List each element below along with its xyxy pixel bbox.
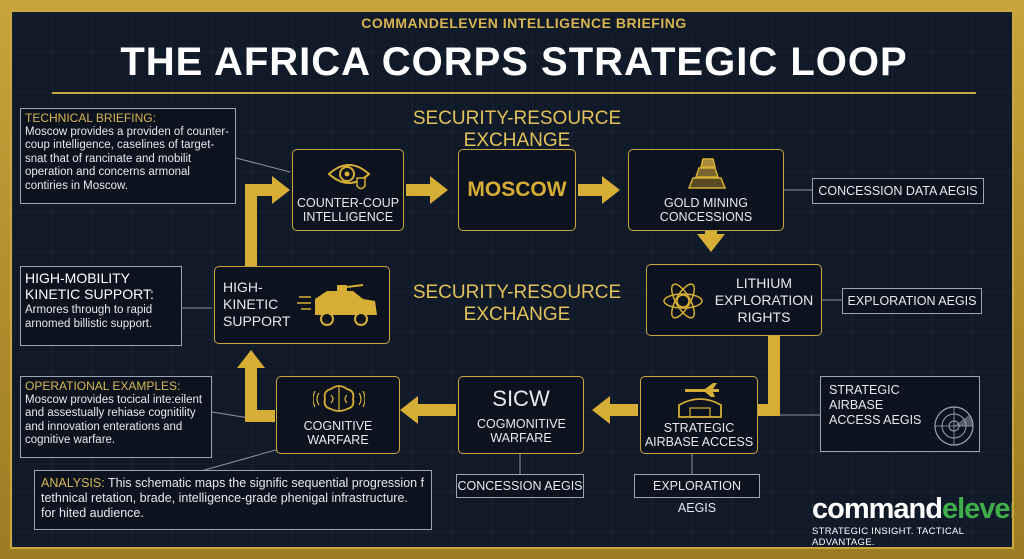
- node-sicw-title: SICW: [492, 386, 550, 411]
- brand-name-part1: command: [812, 493, 943, 525]
- center-label: SECURITY-RESOURCE EXCHANGE: [412, 282, 622, 325]
- arrow-body-6: [418, 404, 456, 416]
- node-counter-coup-label: COUNTER-COUP INTELLIGENCE: [296, 196, 400, 224]
- node-kinetic-label: HIGH-KINETIC SUPPORT: [223, 279, 291, 329]
- arrow-head-5: [592, 396, 610, 424]
- node-airbase: STRATEGIC AIRBASE ACCESS: [640, 376, 758, 454]
- briefing-label: COMMANDELEVEN INTELLIGENCE BRIEFING: [344, 13, 704, 33]
- node-moscow-label: MOSCOW: [467, 178, 567, 201]
- arrow-body-5: [610, 404, 638, 416]
- arrow-body-2: [578, 184, 602, 196]
- arrow-head-1: [430, 176, 448, 204]
- aegis-concession-data: CONCESSION DATA AEGIS: [812, 178, 984, 204]
- aegis-airbase: STRATEGIC AIRBASE ACCESS AEGIS: [820, 376, 980, 452]
- node-lithium: LITHIUM EXPLORATION RIGHTS: [646, 264, 822, 336]
- page-title: THE AFRICA CORPS STRATEGIC LOOP: [120, 40, 908, 84]
- node-sicw-label: COGMONITIVE WARFARE: [477, 417, 566, 445]
- note-operational-body: Moscow provides tocical inte:eilent and …: [25, 393, 203, 447]
- node-airbase-label: STRATEGIC AIRBASE ACCESS: [644, 421, 754, 449]
- arrow-body-7b: [245, 410, 275, 422]
- armored-vehicle-icon: [297, 284, 377, 326]
- note-high-mobility: HIGH-MOBILITY KINETIC SUPPORT: Armores t…: [20, 266, 182, 346]
- note-analysis-body: This schematic maps the signific sequent…: [41, 476, 425, 520]
- gold-bars-icon: [687, 158, 727, 189]
- arrow-body-4a: [768, 335, 780, 415]
- arrow-head-3: [697, 234, 725, 252]
- note-analysis-head: ANALYSIS:: [41, 476, 105, 490]
- arrow-head-7: [237, 350, 265, 368]
- arrow-head-6: [400, 396, 418, 424]
- aegis-exploration-bottom: EXPLORATION AEGIS: [634, 474, 760, 515]
- note-technical-head: TECHNICAL BRIEFING:: [25, 111, 156, 125]
- node-moscow: MOSCOW: [458, 149, 576, 231]
- node-cognitive-label: COGNITIVE WARFARE: [303, 419, 373, 447]
- arrow-head-8: [272, 176, 290, 204]
- note-mobility-head: HIGH-MOBILITY KINETIC SUPPORT:: [25, 270, 154, 302]
- note-operational-head: OPERATIONAL EXAMPLES:: [25, 379, 181, 393]
- arrow-head-2: [602, 176, 620, 204]
- node-gold: GOLD MINING CONCESSIONS: [628, 149, 784, 231]
- radar-icon: [934, 406, 974, 446]
- title-divider: [52, 92, 976, 94]
- aegis-airbase-label: STRATEGIC AIRBASE ACCESS AEGIS: [829, 383, 922, 427]
- note-operational-examples: OPERATIONAL EXAMPLES: Moscow provides to…: [20, 376, 212, 458]
- node-lithium-label: LITHIUM EXPLORATION RIGHTS: [714, 275, 814, 325]
- aegis-exploration-right: EXPLORATION AEGIS: [842, 288, 982, 314]
- note-mobility-body: Armores through to rapid arnomed billist…: [25, 304, 153, 330]
- plane-hangar-icon: [678, 383, 722, 418]
- arrow-body-7a: [245, 366, 257, 422]
- node-sicw: SICW COGMONITIVE WARFARE: [458, 376, 584, 454]
- node-kinetic: HIGH-KINETIC SUPPORT: [214, 266, 390, 344]
- briefing-panel: COMMANDELEVEN INTELLIGENCE BRIEFING THE …: [10, 10, 1014, 549]
- eye-shield-icon: [327, 164, 371, 190]
- connector-layer: [161, 157, 842, 483]
- aegis-concession-bottom: CONCESSION AEGIS: [456, 474, 584, 498]
- brand-logo: commandeleven STRATEGIC INSIGHT. TACTICA…: [812, 494, 1012, 548]
- note-technical-briefing: TECHNICAL BRIEFING: Moscow provides a pr…: [20, 108, 236, 204]
- atom-icon: [663, 283, 703, 319]
- diagram-subtitle: SECURITY-RESOURCE EXCHANGE: [412, 108, 622, 151]
- connector-technical-note: [235, 157, 291, 173]
- brain-icon: [313, 385, 365, 412]
- node-counter-coup: COUNTER-COUP INTELLIGENCE: [292, 149, 404, 231]
- brand-name: commandeleven: [812, 494, 1012, 524]
- brand-name-part2: eleven: [941, 493, 1012, 525]
- note-technical-body: Moscow provides a providen of counter-co…: [25, 125, 229, 192]
- arrow-body-8a: [245, 190, 257, 266]
- arrow-body-8b: [245, 184, 273, 196]
- node-cognitive: COGNITIVE WARFARE: [276, 376, 400, 454]
- node-gold-label: GOLD MINING CONCESSIONS: [659, 196, 753, 224]
- brand-tagline: STRATEGIC INSIGHT. TACTICAL ADVANTAGE.: [812, 526, 964, 548]
- arrow-body-1: [406, 184, 430, 196]
- note-analysis: ANALYSIS: This schematic maps the signif…: [34, 470, 432, 530]
